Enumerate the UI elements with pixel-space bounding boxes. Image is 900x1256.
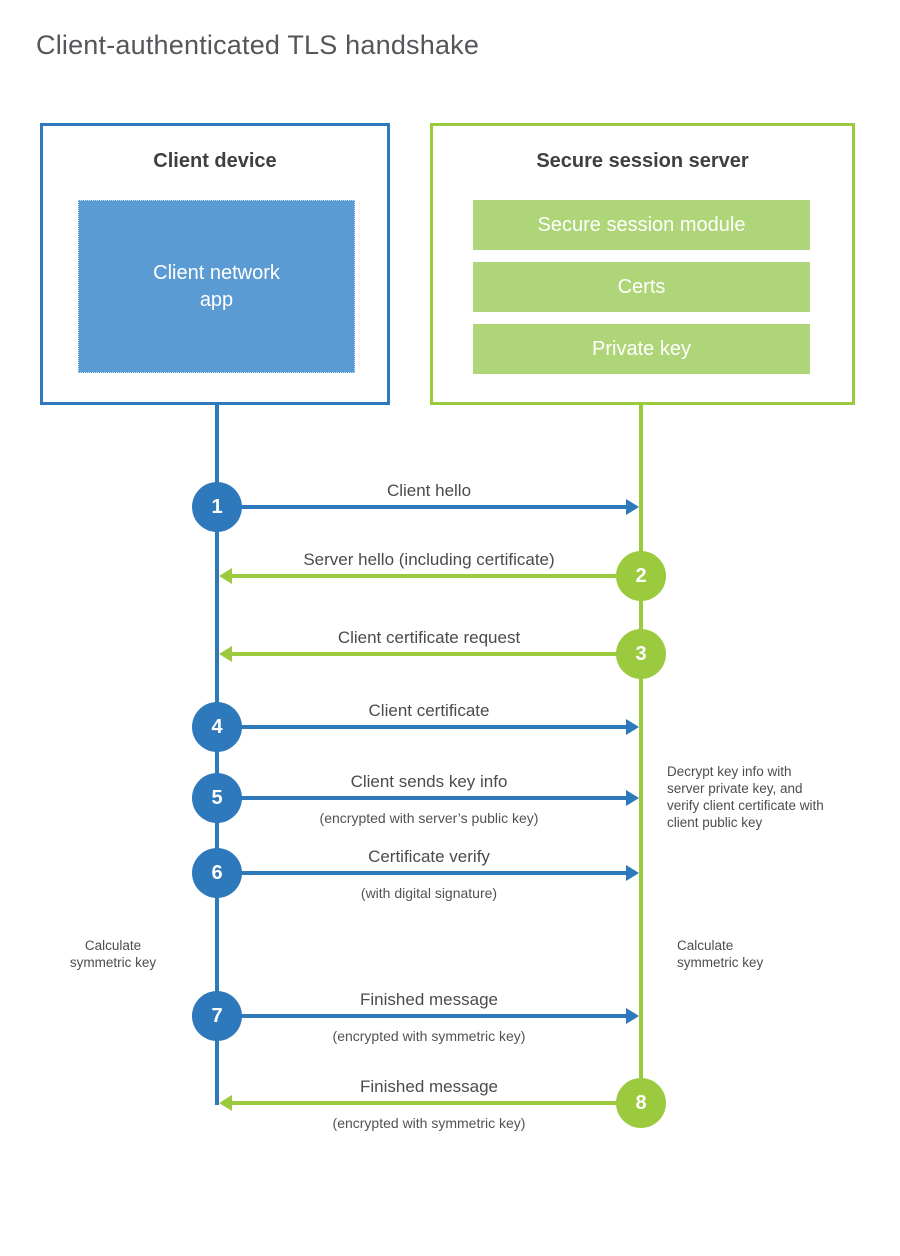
server-module-secure-session: Secure session module xyxy=(473,200,810,250)
step-circle-8: 8 xyxy=(616,1078,666,1128)
client-device-header: Client device xyxy=(153,150,277,172)
message-sublabel-7: (encrypted with symmetric key) xyxy=(332,1028,526,1044)
server-lifeline xyxy=(639,405,643,1105)
step-circle-7: 7 xyxy=(192,991,242,1041)
message-label-3: Client certificate request xyxy=(337,628,521,647)
message-label-4: Client certificate xyxy=(368,701,490,720)
note-calculate-symmetric-key-client: Calculate symmetric key xyxy=(69,938,157,970)
server-module-certs: Certs xyxy=(473,262,810,312)
arrow-step-1 xyxy=(219,499,639,515)
step-circle-6: 6 xyxy=(192,848,242,898)
note-decrypt-key-info: Decrypt key info with server private key… xyxy=(667,764,824,830)
message-label-7: Finished message xyxy=(360,990,498,1009)
step-circle-2: 2 xyxy=(616,551,666,601)
arrow-step-8 xyxy=(219,1095,639,1111)
arrow-step-7 xyxy=(219,1008,639,1024)
arrow-step-2 xyxy=(219,568,639,584)
client-network-app-box: Client network app xyxy=(78,200,355,373)
message-sublabel-8: (encrypted with symmetric key) xyxy=(332,1115,526,1131)
message-sublabel-5: (encrypted with server’s public key) xyxy=(319,810,539,826)
message-label-2: Server hello (including certificate) xyxy=(303,550,555,569)
arrow-step-4 xyxy=(219,719,639,735)
arrow-step-5 xyxy=(219,790,639,806)
step-circle-5: 5 xyxy=(192,773,242,823)
secure-session-server-header: Secure session server xyxy=(536,150,749,172)
message-label-5: Client sends key info xyxy=(350,772,508,791)
diagram-title: Client-authenticated TLS handshake xyxy=(36,30,480,60)
step-circle-3: 3 xyxy=(616,629,666,679)
message-label-1: Client hello xyxy=(386,481,472,500)
arrow-step-6 xyxy=(219,865,639,881)
step-circle-1: 1 xyxy=(192,482,242,532)
note-calculate-symmetric-key-server: Calculate symmetric key xyxy=(677,938,764,970)
step-circle-4: 4 xyxy=(192,702,242,752)
client-lifeline xyxy=(215,405,219,1105)
message-sublabel-6: (with digital signature) xyxy=(360,885,498,901)
server-module-private-key: Private key xyxy=(473,324,810,374)
message-label-8: Finished message xyxy=(360,1077,498,1096)
message-label-6: Certificate verify xyxy=(368,847,490,866)
arrow-step-3 xyxy=(219,646,639,662)
